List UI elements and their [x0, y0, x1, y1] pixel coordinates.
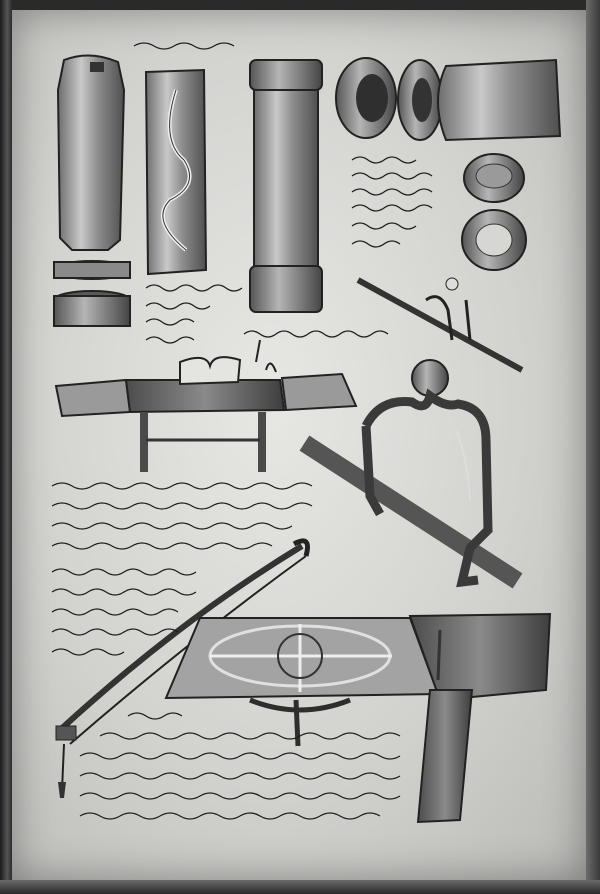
page-edge-bottom	[0, 880, 600, 894]
handwriting-scribbles	[51, 42, 433, 820]
ornate-glass-panel-icon	[144, 68, 208, 276]
glass-vial-icon	[53, 54, 131, 327]
page-edge-right	[586, 0, 600, 894]
rail-bracket-small-icon	[356, 277, 524, 373]
ring-collar-icon	[335, 57, 562, 271]
glass-cylinder-icon	[249, 59, 323, 313]
ornate-bracket-clamp-icon	[299, 359, 523, 589]
book-binding	[0, 0, 12, 894]
ornate-etched-glass-table-icon	[164, 612, 552, 824]
open-book-on-table-icon	[54, 339, 358, 472]
